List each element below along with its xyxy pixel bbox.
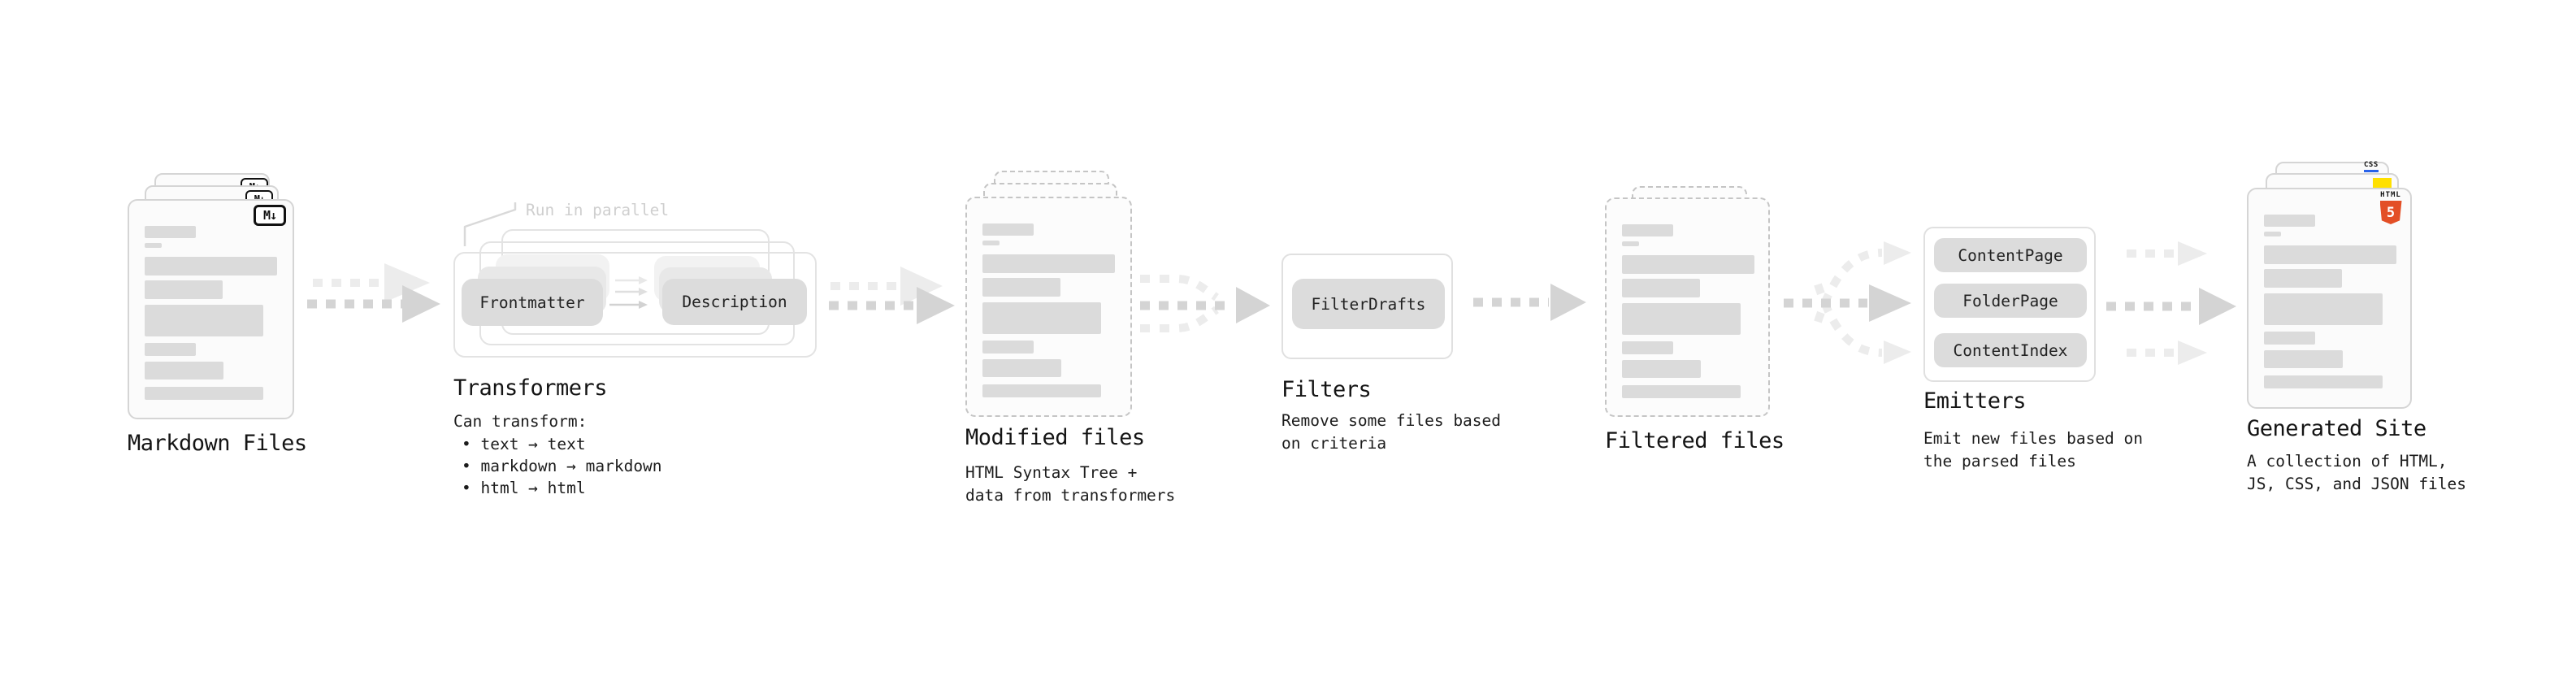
stage-label-filters: Filters bbox=[1281, 377, 1372, 402]
stage-label-modified-files: Modified files bbox=[965, 425, 1145, 450]
description-line: Emit new files based on bbox=[1923, 429, 2144, 448]
placeholder-bar bbox=[145, 226, 196, 238]
stage-label-filtered-files: Filtered files bbox=[1605, 428, 1785, 453]
placeholder-text-lines bbox=[1607, 199, 1768, 415]
markdown-file-card bbox=[128, 199, 294, 419]
js-file-icon bbox=[2373, 178, 2392, 189]
placeholder-text-lines bbox=[2249, 189, 2410, 407]
placeholder-bar bbox=[145, 387, 263, 400]
arrow-modified-to-filters bbox=[1140, 275, 1270, 332]
placeholder-bar bbox=[1622, 255, 1754, 274]
html5-icon-word: HTML bbox=[2380, 191, 2401, 199]
placeholder-bar bbox=[982, 359, 1061, 377]
transformers-box-front bbox=[453, 252, 817, 358]
arrow-filtered-to-emitters bbox=[1784, 241, 1911, 364]
placeholder-bar bbox=[982, 278, 1060, 297]
arrow-markdown-to-transformers bbox=[307, 263, 440, 323]
placeholder-text-lines bbox=[967, 198, 1130, 415]
placeholder-bar bbox=[1622, 241, 1639, 246]
emitters-description: Emit new files based on the parsed files bbox=[1923, 427, 2143, 473]
filtered-file-card bbox=[1605, 197, 1770, 417]
filter-pill-filterdrafts: FilterDrafts bbox=[1292, 279, 1445, 329]
generated-site-description: A collection of HTML, JS, CSS, and JSON … bbox=[2247, 450, 2466, 496]
placeholder-bar bbox=[982, 340, 1034, 354]
stage-label-markdown-files: Markdown Files bbox=[128, 431, 307, 456]
arrow-emitters-to-generated bbox=[2106, 241, 2236, 365]
transformer-pill-frontmatter: Frontmatter bbox=[462, 279, 603, 326]
placeholder-bar bbox=[982, 241, 1000, 245]
css-file-icon: CSS bbox=[2364, 162, 2379, 172]
run-in-parallel-callout: Run in parallel bbox=[526, 201, 670, 219]
bullet-item: • markdown → markdown bbox=[462, 457, 662, 475]
transformers-description: Can transform: bbox=[453, 412, 588, 431]
placeholder-text-lines bbox=[129, 201, 293, 418]
markdown-icon: M↓ bbox=[254, 205, 286, 226]
placeholder-bar bbox=[982, 254, 1115, 273]
placeholder-bar bbox=[1622, 303, 1741, 335]
modified-files-description: HTML Syntax Tree + data from transformer… bbox=[965, 462, 1175, 507]
description-line: JS, CSS, and JSON files bbox=[2247, 475, 2467, 493]
bullet-item: • text → text bbox=[462, 435, 586, 453]
arrow-transformers-to-modified bbox=[829, 267, 955, 324]
placeholder-bar bbox=[145, 243, 162, 248]
html5-icon-shield: 5 bbox=[2379, 201, 2402, 224]
generated-file-card bbox=[2247, 188, 2412, 409]
placeholder-bar bbox=[145, 362, 223, 380]
placeholder-bar bbox=[1622, 341, 1673, 354]
placeholder-bar bbox=[2264, 215, 2315, 227]
placeholder-bar bbox=[2264, 232, 2281, 236]
arrow-filters-to-filtered bbox=[1473, 284, 1586, 321]
transformer-pill-description: Description bbox=[662, 279, 807, 325]
transformer-pill-arrows bbox=[609, 276, 648, 309]
emitter-pill-contentpage: ContentPage bbox=[1934, 238, 2087, 272]
description-line: HTML Syntax Tree + bbox=[965, 463, 1138, 482]
stage-label-transformers: Transformers bbox=[453, 375, 608, 401]
stage-label-generated-site: Generated Site bbox=[2247, 416, 2426, 441]
transformers-bullet-list: • text → text • markdown → markdown • ht… bbox=[462, 433, 662, 499]
placeholder-bar bbox=[2264, 332, 2315, 345]
description-line: A collection of HTML, bbox=[2247, 452, 2448, 471]
description-line: the parsed files bbox=[1923, 452, 2076, 471]
emitter-pill-contentindex: ContentIndex bbox=[1934, 333, 2087, 367]
placeholder-bar bbox=[145, 343, 196, 356]
emitter-pill-folderpage: FolderPage bbox=[1934, 284, 2087, 318]
modified-file-card bbox=[965, 197, 1132, 417]
placeholder-bar bbox=[982, 223, 1034, 236]
placeholder-bar bbox=[2264, 293, 2383, 325]
placeholder-bar bbox=[2264, 245, 2396, 264]
placeholder-bar bbox=[2264, 375, 2383, 388]
bullet-item: • html → html bbox=[462, 479, 586, 497]
description-line: on criteria bbox=[1281, 434, 1387, 453]
placeholder-bar bbox=[2264, 350, 2343, 368]
html5-icon: HTML 5 bbox=[2377, 191, 2405, 224]
placeholder-bar bbox=[982, 384, 1101, 397]
placeholder-bar bbox=[2264, 269, 2342, 288]
placeholder-bar bbox=[1622, 360, 1701, 378]
placeholder-bar bbox=[1622, 279, 1700, 297]
filters-description: Remove some files based on criteria bbox=[1281, 410, 1501, 455]
description-line: data from transformers bbox=[965, 486, 1176, 505]
placeholder-bar bbox=[145, 257, 277, 275]
placeholder-bar bbox=[145, 280, 223, 299]
placeholder-bar bbox=[1622, 385, 1741, 398]
placeholder-bar bbox=[145, 305, 263, 336]
stage-label-emitters: Emitters bbox=[1923, 388, 2027, 414]
description-line: Remove some files based bbox=[1281, 411, 1502, 430]
run-in-parallel-leader-line bbox=[463, 202, 517, 246]
placeholder-bar bbox=[1622, 224, 1673, 236]
placeholder-bar bbox=[982, 302, 1101, 334]
